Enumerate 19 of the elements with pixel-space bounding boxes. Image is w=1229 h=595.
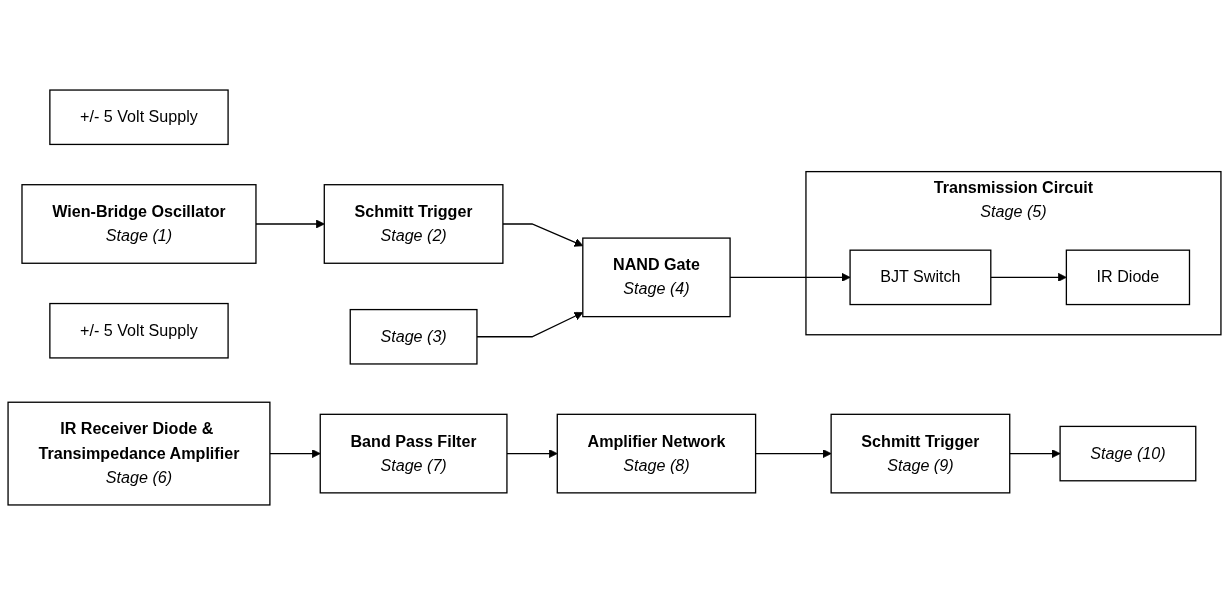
node-box: Stage (10)	[1059, 425, 1197, 482]
node-box: Band Pass Filter Stage (7)	[319, 413, 508, 494]
node-box: BJT Switch	[849, 249, 992, 306]
node-box: Wien-Bridge Oscillator Stage (1)	[21, 184, 257, 264]
arrow	[506, 449, 558, 459]
arrow	[476, 312, 584, 338]
arrow	[990, 272, 1067, 282]
node-box: NAND Gate Stage (4)	[582, 237, 731, 318]
node-box: IR Receiver Diode & Transimpedance Amplifier Stage (6)	[7, 401, 271, 506]
node-box: IR Diode	[1065, 249, 1191, 306]
node-box: +/- 5 Volt Supply	[49, 89, 229, 146]
arrow	[1009, 449, 1061, 459]
arrow	[269, 449, 321, 459]
node-box: +/- 5 Volt Supply	[49, 302, 229, 359]
node-box: Schmitt Trigger Stage (9)	[830, 413, 1011, 494]
node-box: Amplifier Network Stage (8)	[556, 413, 757, 494]
arrow	[255, 219, 325, 229]
node-box: Schmitt Trigger Stage (2)	[323, 184, 504, 264]
node-box: Stage (3)	[349, 308, 478, 365]
